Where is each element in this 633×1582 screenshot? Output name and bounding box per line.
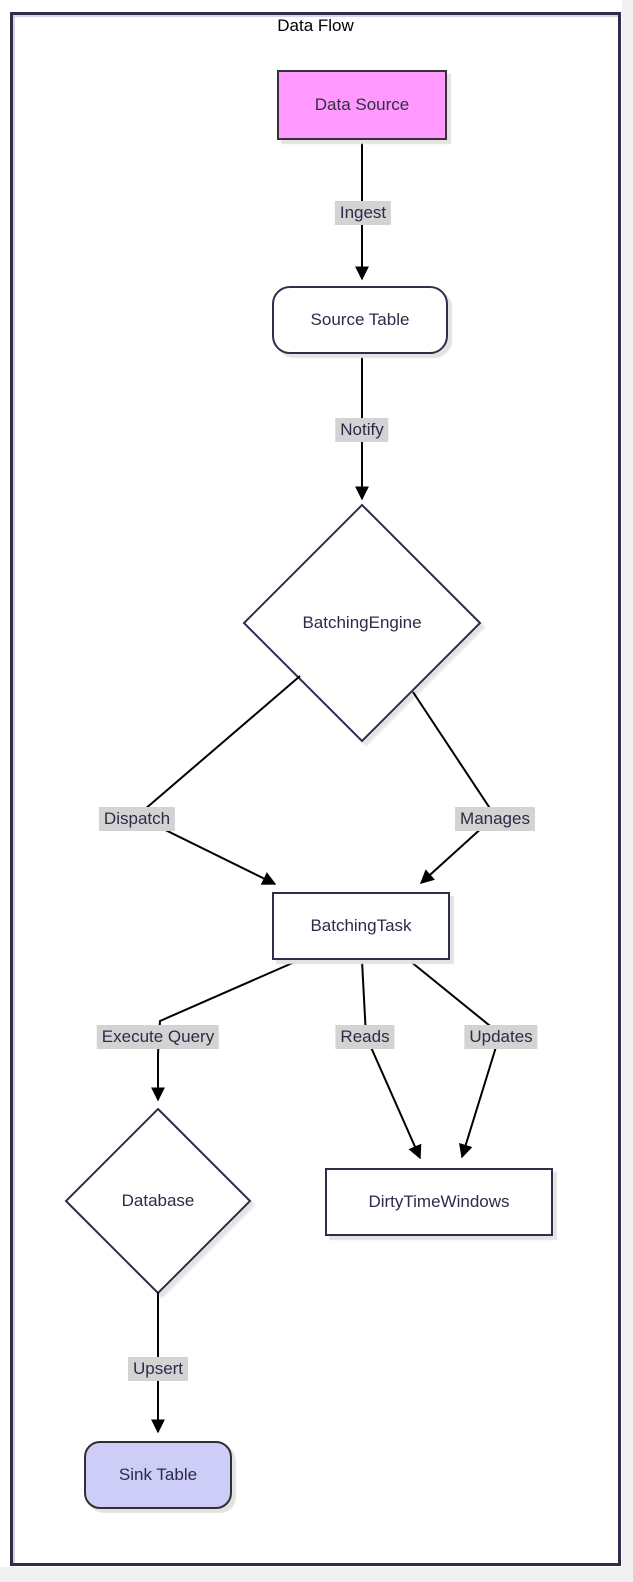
edge-manages-path xyxy=(412,691,497,884)
edge-label-reads: Reads xyxy=(335,1025,395,1049)
edge-reads-path xyxy=(361,960,422,1160)
node-dirty-time-windows-label: DirtyTimeWindows xyxy=(368,1192,510,1211)
node-source-table: Source Table xyxy=(272,286,448,354)
edge-label-notify: Notify xyxy=(335,418,389,442)
node-sink-table: Sink Table xyxy=(84,1441,232,1509)
edge-label-execute-query: Execute Query xyxy=(96,1025,220,1049)
edge-label-upsert: Upsert xyxy=(127,1357,189,1381)
diagram-frame xyxy=(10,12,621,1566)
edge-label-updates: Updates xyxy=(464,1025,538,1049)
node-batching-task-label: BatchingTask xyxy=(310,916,412,935)
edge-label-manages: Manages xyxy=(455,807,535,831)
edge-updates-path xyxy=(409,960,502,1159)
node-sink-table-label: Sink Table xyxy=(118,1465,198,1484)
diagram-title: Data Flow xyxy=(277,16,354,35)
edge-dispatch-path xyxy=(135,675,301,885)
node-source-table-label: Source Table xyxy=(310,310,410,329)
edge-label-dispatch: Dispatch xyxy=(98,807,176,831)
diagram-canvas xyxy=(0,0,622,1567)
node-data-source: Data Source xyxy=(277,70,447,140)
node-data-source-label: Data Source xyxy=(314,95,410,114)
node-batching-engine-label: BatchingEngine xyxy=(302,613,422,632)
edge-label-ingest: Ingest xyxy=(334,201,392,225)
node-dirty-time-windows: DirtyTimeWindows xyxy=(325,1168,553,1236)
node-batching-task: BatchingTask xyxy=(272,892,450,960)
node-database-label: Database xyxy=(121,1191,195,1210)
batching-engine-diamond xyxy=(242,503,482,743)
